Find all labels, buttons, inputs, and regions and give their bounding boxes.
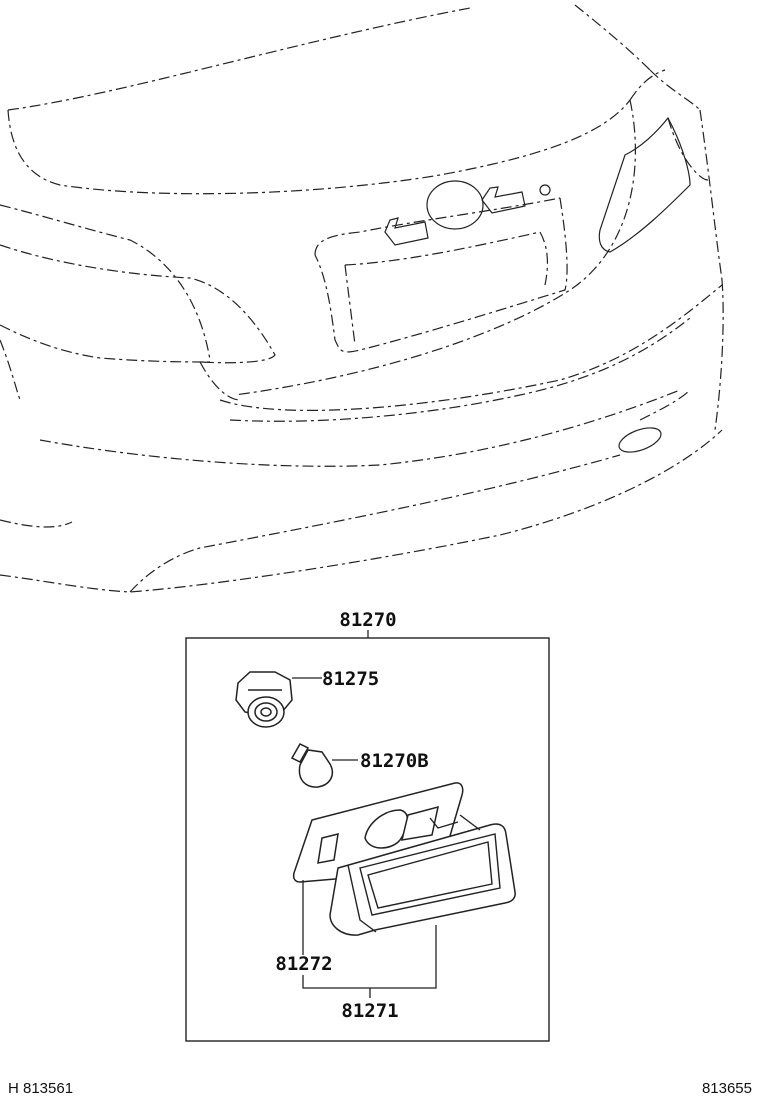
- bulb-callout: 81270B: [360, 750, 429, 772]
- assembly-label: 81270: [339, 609, 396, 631]
- bracket-callout: 81272: [275, 953, 332, 975]
- car-rear-illustration: [0, 4, 724, 593]
- assembly-box: [185, 637, 550, 1042]
- socket-callout: 81275: [322, 668, 379, 690]
- socket-part: [235, 671, 293, 728]
- footer-left-ref: H 813561: [8, 1080, 73, 1097]
- lens-part: [329, 814, 516, 936]
- footer-right-ref: 813655: [702, 1080, 752, 1097]
- lens-callout: 81271: [341, 1000, 398, 1022]
- bulb-part: [290, 743, 334, 788]
